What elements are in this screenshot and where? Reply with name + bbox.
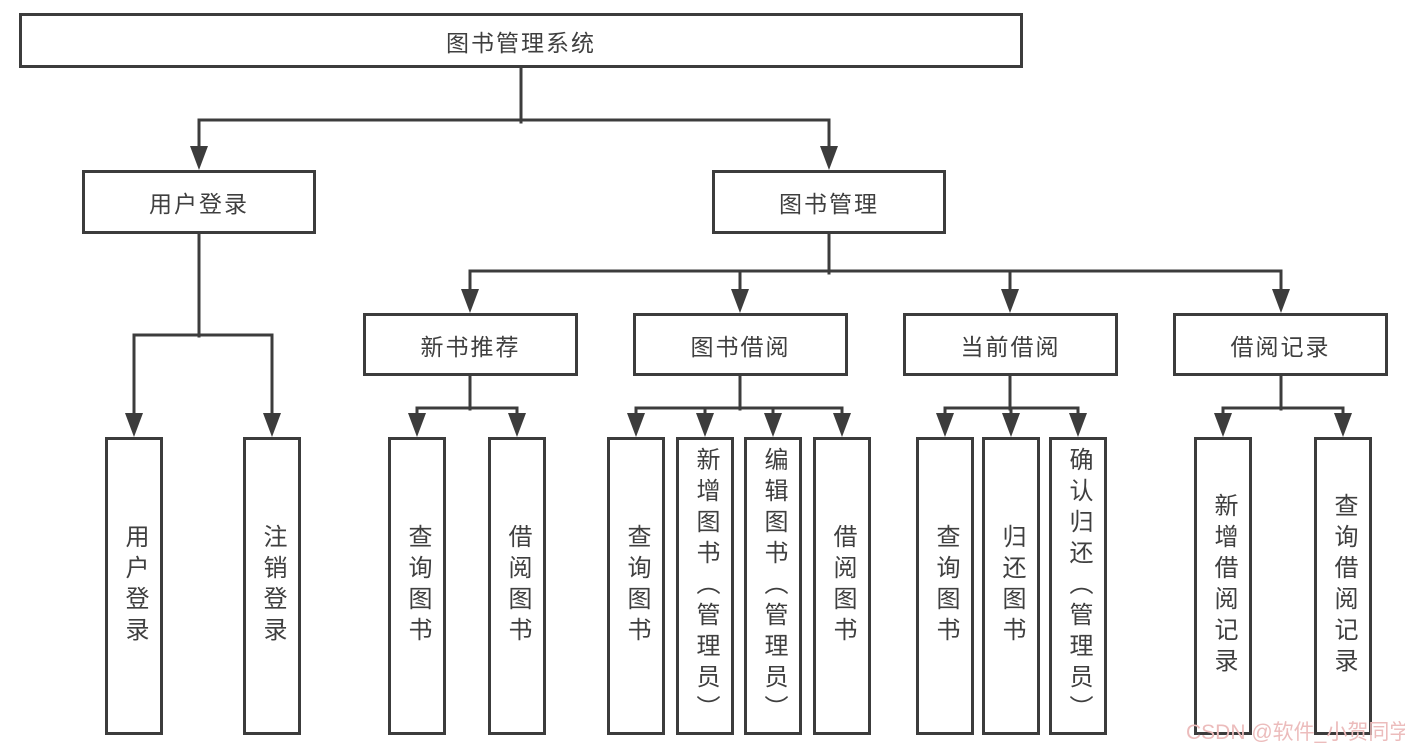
- leaf-borrow-books-recommend-label: 借阅图书: [504, 524, 531, 648]
- arrow-heads-icon: [125, 146, 1352, 437]
- leaf-query-borrow-record: 查询借阅记录: [1314, 437, 1372, 735]
- node-new-book-recommendation: 新书推荐: [363, 313, 578, 376]
- leaf-user-login: 用户登录: [105, 437, 163, 735]
- leaf-borrow-books: 借阅图书: [813, 437, 871, 735]
- node-book-borrowing: 图书借阅: [633, 313, 848, 376]
- leaf-borrow-books-label: 借阅图书: [829, 524, 856, 648]
- leaf-query-books-current-label: 查询图书: [932, 524, 959, 648]
- node-root: 图书管理系统: [19, 13, 1023, 68]
- leaf-query-books-borrow-label: 查询图书: [623, 524, 650, 648]
- leaf-logout-label: 注销登录: [259, 524, 286, 648]
- node-current-borrowing: 当前借阅: [903, 313, 1118, 376]
- node-borrowing-records: 借阅记录: [1173, 313, 1388, 376]
- node-user-login-branch: 用户登录: [82, 170, 316, 234]
- leaf-logout: 注销登录: [243, 437, 301, 735]
- leaf-return-book: 归还图书: [982, 437, 1040, 735]
- leaf-query-books-recommend-label: 查询图书: [404, 524, 431, 648]
- leaf-query-borrow-record-label: 查询借阅记录: [1330, 493, 1357, 679]
- leaf-confirm-return-admin: 确认归还（管理员）: [1049, 437, 1107, 735]
- leaf-query-books-recommend: 查询图书: [388, 437, 446, 735]
- leaf-add-book-admin: 新增图书（管理员）: [676, 437, 734, 735]
- leaf-user-login-label: 用户登录: [121, 524, 148, 648]
- leaf-query-books-current: 查询图书: [916, 437, 974, 735]
- leaf-query-books-borrow: 查询图书: [607, 437, 665, 735]
- leaf-add-book-admin-label: 新增图书（管理员）: [692, 446, 719, 726]
- leaf-edit-book-admin: 编辑图书（管理员）: [744, 437, 802, 735]
- leaf-edit-book-admin-label: 编辑图书（管理员）: [760, 446, 787, 726]
- node-book-management: 图书管理: [712, 170, 946, 234]
- csdn-watermark: CSDN @软件_小贺同学: [1186, 721, 1405, 744]
- leaf-return-book-label: 归还图书: [998, 524, 1025, 648]
- leaf-add-borrow-record-label: 新增借阅记录: [1210, 493, 1237, 679]
- leaf-add-borrow-record: 新增借阅记录: [1194, 437, 1252, 735]
- leaf-borrow-books-recommend: 借阅图书: [488, 437, 546, 735]
- leaf-confirm-return-admin-label: 确认归还（管理员）: [1065, 446, 1092, 726]
